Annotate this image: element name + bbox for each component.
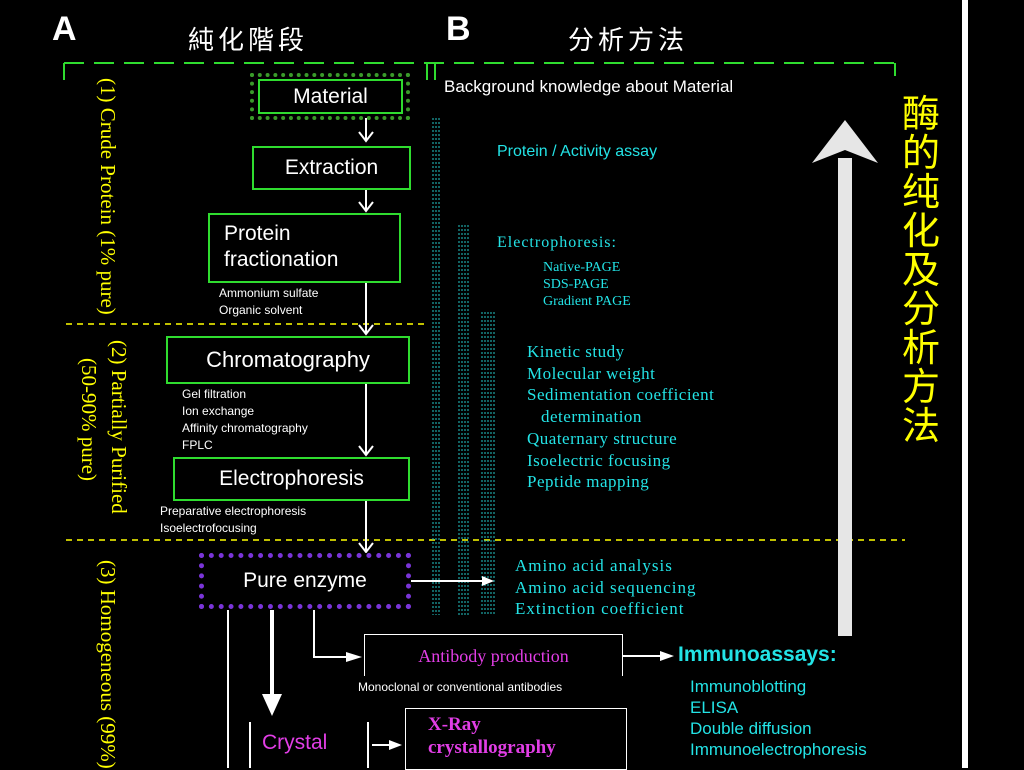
side-title-char: 酶 — [901, 94, 940, 136]
extraction-label: Extraction — [284, 156, 379, 179]
amino-acid-analysis: Amino acid analysis — [515, 556, 673, 575]
elisa: ELISA — [690, 698, 739, 717]
amino-acid-sequencing: Amino acid sequencing — [515, 577, 697, 597]
side-title-char: 分 — [901, 289, 940, 331]
xray-box: X-Ray crystallography — [405, 708, 627, 770]
side-title-char: 及 — [901, 250, 940, 292]
determination: determination — [541, 407, 642, 427]
stage-1-label: (1) Crude Protein (1% pure) — [96, 78, 120, 315]
protein-line1: Protein — [224, 222, 291, 245]
fractionation-notes: Ammonium sulfate Organic solvent — [219, 285, 318, 319]
side-title-char: 方 — [901, 367, 940, 409]
xray-line1: X-Ray — [428, 714, 481, 735]
section-b-letter: B — [446, 10, 471, 48]
protein-line2: fractionation — [224, 248, 339, 271]
gradient-page: Gradient PAGE — [543, 294, 631, 309]
pure-analyses-list: Amino acid analysis Amino acid sequencin… — [515, 555, 697, 620]
electrophoresis-box: Electrophoresis — [173, 457, 410, 501]
chromatography-box: Chromatography — [166, 336, 410, 384]
note-gel-filtration: Gel filtration — [182, 387, 247, 401]
stage-2-label-line1: (2) Partially Purified — [107, 340, 131, 514]
electrophoresis-label: Electrophoresis — [219, 467, 364, 490]
section-b-title: 分析方法 — [568, 26, 689, 55]
extinction-coefficient: Extinction coefficient — [515, 599, 685, 618]
note-affinity: Affinity chromatography — [182, 421, 308, 435]
material-box-frame — [250, 73, 410, 120]
note-ion-exchange: Ion exchange — [182, 404, 255, 418]
section-a-title: 純化階段 — [188, 26, 309, 55]
antibody-label: Antibody production — [418, 646, 569, 666]
immunoassays-list: Immunoblotting ELISA Double diffusion Im… — [690, 676, 867, 760]
chromatography-label: Chromatography — [206, 347, 370, 372]
immunoelectrophoresis: Immunoelectrophoresis — [690, 740, 867, 759]
double-diffusion: Double diffusion — [690, 719, 812, 738]
side-title-char: 析 — [901, 328, 940, 370]
protein-fractionation-box: Protein fractionation — [208, 213, 401, 283]
side-title-char: 纯 — [901, 172, 940, 214]
molecular-weight: Molecular weight — [527, 363, 656, 383]
peptide-mapping: Peptide mapping — [527, 472, 650, 492]
note-ammonium-sulfate: Ammonium sulfate — [219, 286, 319, 300]
immunoblotting: Immunoblotting — [690, 677, 807, 696]
chromatography-notes: Gel filtration Ion exchange Affinity chr… — [182, 386, 308, 454]
side-title-char: 法 — [901, 406, 940, 448]
note-isoelectrofocusing: Isoelectrofocusing — [160, 521, 257, 535]
quaternary-structure: Quaternary structure — [527, 428, 678, 448]
note-organic-solvent: Organic solvent — [219, 303, 303, 317]
antibody-note: Monoclonal or conventional antibodies — [358, 680, 563, 694]
electrophoresis-method-list: Native-PAGE SDS-PAGE Gradient PAGE — [543, 259, 631, 310]
side-title-char: 的 — [901, 133, 940, 175]
side-title-char: 化 — [901, 211, 940, 253]
right-edge-bar — [962, 0, 968, 768]
xray-line2: crystallography — [428, 737, 556, 758]
note-preparative: Preparative electrophoresis — [160, 504, 307, 518]
immunoassays-title: Immunoassays: — [678, 643, 837, 666]
isoelectric-focusing: Isoelectric focusing — [527, 450, 671, 470]
background-knowledge: Background knowledge about Material — [444, 77, 734, 96]
antibody-box: Antibody production — [364, 634, 623, 676]
sds-page: SDS-PAGE — [543, 277, 609, 292]
stage-2-label-line2: (50-90% pure) — [77, 358, 101, 482]
protein-activity-assay: Protein / Activity assay — [497, 143, 658, 160]
side-title: 酶 的 纯 化 及 分 析 方 法 — [900, 96, 942, 447]
pure-enzyme-label: Pure enzyme — [243, 569, 367, 592]
section-a-letter: A — [52, 10, 77, 48]
electrophoresis-notes: Preparative electrophoresis Isoelectrofo… — [160, 503, 306, 537]
pure-enzyme-box: Pure enzyme — [199, 553, 411, 609]
native-page: Native-PAGE — [543, 260, 621, 275]
material-box: Material — [258, 79, 403, 114]
extraction-box: Extraction — [252, 146, 411, 190]
studies-list: Kinetic study Molecular weight Sedimenta… — [527, 341, 714, 493]
stage-3-label: (3) Homogeneous (99%) — [96, 560, 120, 769]
material-label: Material — [293, 85, 368, 108]
note-fplc: FPLC — [182, 438, 213, 452]
kinetic-study: Kinetic study — [527, 342, 625, 361]
electrophoresis-method-title: Electrophoresis: — [497, 234, 617, 251]
sedimentation-coefficient: Sedimentation coefficient — [527, 385, 715, 405]
crystal-label: Crystal — [262, 731, 328, 754]
